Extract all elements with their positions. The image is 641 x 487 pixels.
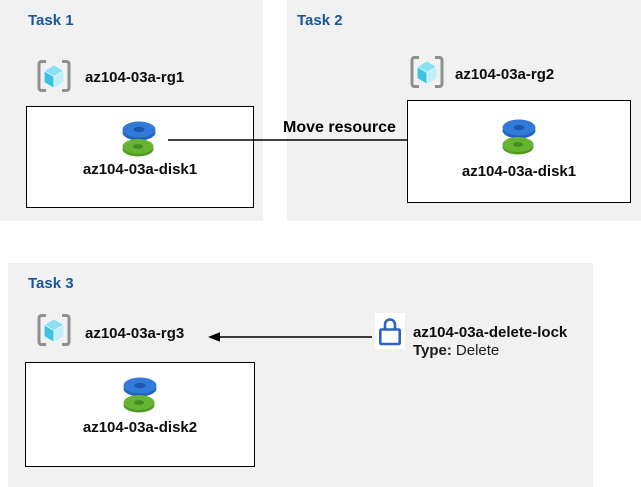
move-resource-label: Move resource [283,119,396,136]
task2-resource-label: az104-03a-disk1 [461,163,577,180]
resource-group-icon [408,55,446,89]
task2-resource-group-label: az104-03a-rg2 [455,66,555,83]
lock-type-label: Type: [413,342,452,359]
task3-resource-label: az104-03a-disk2 [82,419,198,436]
task3-resource-group-label: az104-03a-rg3 [85,325,185,342]
task1-resource-label: az104-03a-disk1 [82,161,198,178]
lock-type-text: Type:Delete [413,342,499,359]
task1-title: Task 1 [28,12,74,29]
disk-icon [122,373,158,415]
task2-title: Task 2 [297,12,343,29]
task3-title: Task 3 [28,275,74,292]
disk-icon [121,117,157,159]
disk-icon [501,115,537,157]
arrow-left-icon [208,329,372,345]
resource-group-icon [35,59,73,93]
resource-group-icon [35,313,73,347]
task1-resource-group-label: az104-03a-rg1 [85,69,185,86]
lock-name-label: az104-03a-delete-lock [413,324,568,341]
lock-type-value: Delete [455,342,500,359]
lock-icon [375,313,405,349]
